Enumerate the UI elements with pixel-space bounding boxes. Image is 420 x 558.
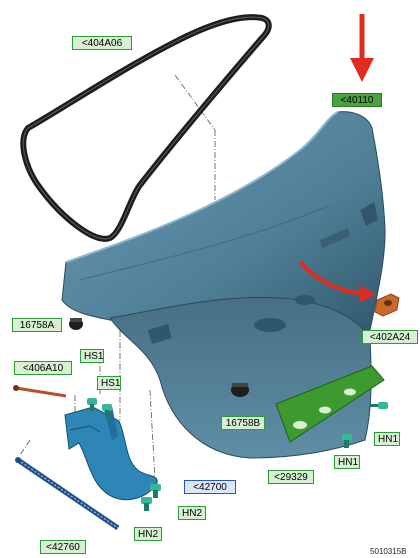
sound-pad [275,365,385,443]
nameplate-badge [374,293,400,317]
callout-hs1-b: HS1 [97,376,121,390]
callout-rod: <406A10 [14,361,72,375]
callout-hinge: <42700 [184,480,236,494]
callout-bumper-left: 16758A [12,318,62,332]
bumper-left [69,318,83,330]
callout-hn1-b: HN1 [334,455,360,469]
callout-hn2-a: HN2 [134,527,162,541]
fastener-hs1-a [87,398,97,411]
support-rod [13,385,67,398]
callout-spring: <42760 [40,540,86,554]
callout-hn2-b: HN2 [178,506,206,520]
fastener-hs1-b [102,404,112,417]
callout-nameplate: <402A24 [362,330,418,344]
nameplate-arrow [298,260,367,296]
fastener-hn1-a [370,402,388,409]
fastener-hn2-b [150,484,161,498]
fastener-hn2-a [141,497,152,511]
callout-seal: <404A06 [72,36,132,50]
figure-number: 5010315B [370,547,407,556]
view-direction-arrow [350,14,374,82]
callout-hn1-a: HN1 [374,432,400,446]
callout-pad: <29329 [268,470,314,484]
callout-bumper-right: 16758B [221,416,265,430]
hinge-assembly [64,406,158,501]
fastener-hn1-b [342,434,352,448]
torsion-spring [15,457,120,531]
bumper-right [231,383,249,397]
callout-lid: <40110 [332,93,382,107]
callout-hs1-a: HS1 [80,349,104,363]
